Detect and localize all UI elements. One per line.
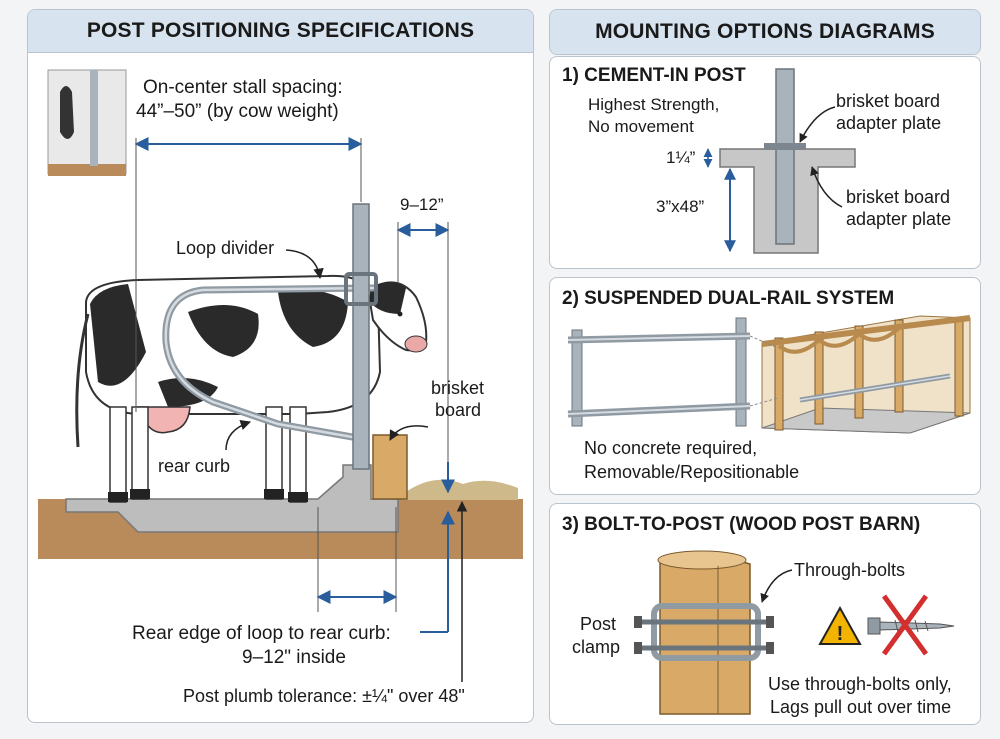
adapter-plate-bottom-line2: adapter plate [846,209,952,229]
brisket-board-label-line2: board [435,400,482,420]
cement-desc-line2: No movement [588,117,694,136]
mounting-options-header-box: MOUNTING OPTIONS DIAGRAMS [549,9,981,55]
adapter-plate-top-line1: brisket board [836,91,941,111]
warning-icon [818,605,862,645]
cement-in-post-title: 1) CEMENT-IN POST [562,65,746,86]
cow-illustration [75,274,428,503]
svg-text:!: ! [837,623,844,645]
dim-1-1-4-label: 1¼” [666,148,696,167]
brisket-offset-label: 9–12” [400,195,444,214]
post-clamp-label-line1: Post [580,614,617,634]
cement-in-post-diagram [703,68,856,254]
stall-post [352,203,370,470]
bolt-to-post-title: 3) BOLT-TO-POST (WOOD POST BARN) [562,514,921,535]
lag-screw-icon [867,617,955,635]
dim-3x48-label: 3”x48” [656,197,705,216]
post-clamp-label-line2: clamp [572,637,621,657]
stall-spacing-label-line2: 44”–50” (by cow weight) [136,101,339,122]
cement-in-post-section: 1) CEMENT-IN POST Highest Strength, No m… [549,56,981,269]
rear-edge-label-line2: 9–12" inside [242,647,346,668]
suspended-desc-line1: No concrete required, [584,438,758,458]
suspended-dual-rail-section: 2) SUSPENDED DUAL-RAIL SYSTEM No concret… [549,277,981,495]
post-positioning-panel: POST POSITIONING SPECIFICATIONS [27,9,534,723]
adapter-plate-bottom-line1: brisket board [846,187,951,207]
rear-curb-label: rear curb [158,456,231,476]
brisket-board-label-line1: brisket [431,378,485,398]
wood-post [659,555,751,715]
bedding [403,479,518,500]
bolt-warning-line1: Use through-bolts only, [768,674,952,694]
post-positioning-diagram [38,69,523,682]
stall-spacing-label-line1: On-center stall spacing: [143,77,343,98]
through-bolts-label: Through-bolts [794,560,906,580]
bolt-to-post-diagram: ! [634,550,955,715]
suspended-desc-line2: Removable/Repositionable [584,462,800,482]
cement-desc-line1: Highest Strength, [588,95,720,114]
post-positioning-title: POST POSITIONING SPECIFICATIONS [28,10,533,53]
adapter-plate-top-line2: adapter plate [836,113,942,133]
bolt-warning-line2: Lags pull out over time [770,697,952,717]
suspended-dual-rail-title: 2) SUSPENDED DUAL-RAIL SYSTEM [562,288,895,309]
loop-divider-label: Loop divider [176,238,275,258]
plumb-tolerance-label: Post plumb tolerance: ±¼" over 48" [183,686,465,706]
bolt-to-post-section: 3) BOLT-TO-POST (WOOD POST BARN) ! [549,503,981,725]
suspended-dual-rail-diagram [567,315,971,434]
rear-edge-label-line1: Rear edge of loop to rear curb: [132,623,391,644]
brisket-board [372,434,408,500]
mounting-options-title: MOUNTING OPTIONS DIAGRAMS [550,10,980,54]
stall-inset-thumbnail [47,69,127,176]
